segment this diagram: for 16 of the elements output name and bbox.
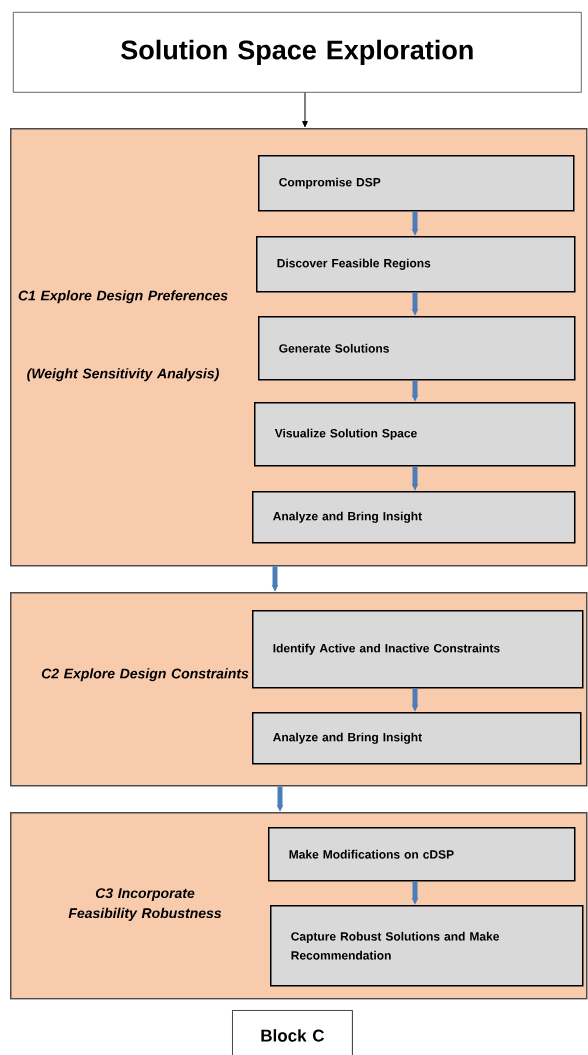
- panel-heading: C1 Explore Design Preferences: [18, 290, 228, 304]
- arrow: [302, 92, 308, 128]
- process-box: Visualize Solution Space: [254, 402, 576, 467]
- process-box: Identify Active and Inactive Constraints: [252, 610, 584, 689]
- panel-heading: (Weight Sensitivity Analysis): [27, 368, 219, 382]
- process-box: Make Modifications on cDSP: [268, 827, 576, 882]
- panel-heading: C3 Incorporate Feasibility Robustness: [68, 888, 222, 921]
- label-box: Block C: [232, 1010, 353, 1055]
- process-box: Generate Solutions: [258, 316, 576, 381]
- process-box: Compromise DSP: [258, 155, 575, 212]
- process-box: Analyze and Bring Insight: [252, 491, 576, 544]
- process-box: Capture Robust Solutions and Make Recommendation: [270, 905, 584, 987]
- process-box: Discover Feasible Regions: [256, 236, 576, 293]
- panel-heading: C2 Explore Design Constraints: [41, 668, 249, 682]
- process-box: Analyze and Bring Insight: [252, 712, 582, 765]
- title-box: Solution Space Exploration: [13, 12, 582, 93]
